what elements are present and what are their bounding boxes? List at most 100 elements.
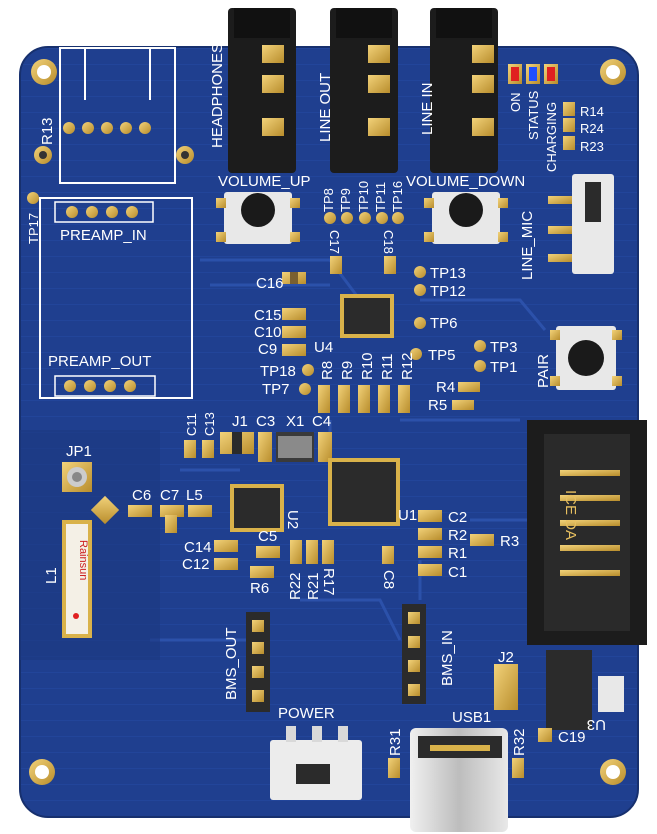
label-r12: R12 [399, 352, 416, 380]
label-bms-out: BMS_OUT [223, 627, 240, 700]
label-r17: R17 [320, 568, 337, 596]
jack-line-out-label: LINE OUT [317, 73, 334, 142]
r13-module: R13 [34, 47, 194, 184]
label-r32: R32 [511, 728, 528, 756]
caps-u4: C16 C15 C10 C9 [254, 272, 306, 358]
label-c14: C14 [184, 539, 212, 556]
label-l5: L5 [186, 487, 203, 504]
label-u2: U2 [284, 510, 301, 529]
label-tp1: TP1 [490, 359, 518, 376]
label-line-mic: LINE_MIC [519, 211, 536, 280]
bms-in-header[interactable]: BMS_IN [402, 604, 456, 704]
label-c9: C9 [258, 341, 277, 358]
power-switch[interactable]: POWER [270, 705, 362, 800]
label-r11: R11 [379, 354, 396, 380]
label-r3: R3 [500, 533, 519, 550]
label-c11: C11 [184, 413, 199, 436]
volume-down-button[interactable]: VOLUME_DOWN [406, 173, 525, 244]
label-u1: U1 [398, 507, 417, 524]
jack-headphones-label: HEADPHONES [209, 43, 226, 148]
label-usb1: USB1 [452, 709, 491, 726]
label-tp6: TP6 [430, 315, 458, 332]
label-c7: C7 [160, 487, 179, 504]
passives-u2: C14 C12 C5 R6 [182, 528, 280, 597]
label-c17: C17 [327, 230, 342, 254]
label-tp8: TP8 [321, 188, 336, 212]
label-c2: C2 [448, 509, 467, 526]
test-points-top: TP8 TP9 TP10 TP11 TP16 [321, 181, 405, 224]
label-c8: C8 [380, 570, 397, 589]
label-c10: C10 [254, 324, 282, 341]
passives-bottom: R22 R21 R17 C8 [287, 540, 397, 600]
bms-out-header[interactable]: BMS_OUT [223, 612, 270, 712]
label-r22: R22 [287, 572, 304, 600]
volume-up-button[interactable]: VOLUME_UP [216, 173, 311, 244]
label-tp12: TP12 [430, 283, 466, 300]
jack-headphones[interactable]: HEADPHONES [209, 8, 296, 173]
label-r6: R6 [250, 580, 269, 597]
clock-section: C11 C13 J1 C3 X1 C4 [184, 412, 332, 462]
chip-u1: U1 [328, 458, 417, 526]
label-pair: PAIR [535, 354, 552, 388]
label-tp11: TP11 [373, 182, 388, 212]
label-volume-down: VOLUME_DOWN [406, 173, 525, 190]
label-l1: L1 [43, 567, 60, 584]
label-power: POWER [278, 705, 335, 722]
mounting-holes [29, 59, 626, 785]
label-r10: R10 [359, 352, 376, 380]
chip-u2: U2 [230, 484, 301, 532]
label-bms-in: BMS_IN [439, 630, 456, 686]
label-tp18: TP18 [260, 363, 296, 380]
label-preamp-in: PREAMP_IN [60, 227, 147, 244]
jack-line-out[interactable]: LINE OUT [317, 8, 398, 173]
label-c3: C3 [256, 413, 275, 430]
label-jp1: JP1 [66, 443, 92, 460]
label-c12: C12 [182, 556, 210, 573]
status-leds: ON STATUS CHARGING [508, 64, 559, 172]
idc-header[interactable]: ICE DA [527, 420, 647, 645]
label-c16: C16 [256, 275, 284, 292]
label-c4: C4 [312, 413, 331, 430]
label-antenna-brand: Rainsun [77, 540, 89, 580]
label-r2: R2 [448, 527, 467, 544]
label-c5: C5 [258, 528, 277, 545]
jack-line-in[interactable]: LINE IN [419, 8, 498, 173]
label-idc: ICE DA [562, 490, 579, 540]
resistors-r8-r12: R8 R9 R10 R11 R12 [318, 352, 416, 413]
line-mic-switch[interactable]: LINE_MIC [519, 174, 614, 280]
label-r31: R31 [387, 728, 404, 756]
led-on-label: ON [508, 93, 523, 113]
label-r1: R1 [448, 545, 467, 562]
label-c18: C18 [381, 230, 396, 254]
label-tp17: TP17 [26, 213, 41, 244]
jack-line-in-label: LINE IN [419, 82, 436, 135]
label-tp16: TP16 [390, 181, 405, 212]
label-r24: R24 [580, 121, 604, 136]
usb-c-connector[interactable]: USB1 [410, 709, 508, 832]
label-r8: R8 [319, 361, 336, 380]
label-tp9: TP9 [338, 188, 353, 212]
label-r4: R4 [436, 379, 455, 396]
label-c19: C19 [558, 729, 586, 746]
chip-antenna-l1: Rainsun L1 [43, 520, 92, 638]
jp1-antenna-connector[interactable]: JP1 [62, 443, 92, 492]
label-tp3: TP3 [490, 339, 518, 356]
label-c15: C15 [254, 307, 282, 324]
j2-u3: J2 U3 C19 [494, 649, 624, 746]
label-j1: J1 [232, 413, 248, 430]
passives-u1: C2 R2 R1 C1 R3 [418, 509, 519, 581]
resistor-stack-right: R14 R24 R23 [563, 102, 604, 154]
pair-button[interactable]: PAIR [535, 326, 622, 390]
label-c6: C6 [132, 487, 151, 504]
label-u3: U3 [587, 716, 606, 733]
label-r9: R9 [339, 361, 356, 380]
chip-u4: U4 [314, 294, 394, 356]
label-preamp-out: PREAMP_OUT [48, 353, 151, 370]
label-tp13: TP13 [430, 265, 466, 282]
label-r13: R13 [39, 117, 56, 145]
label-r5: R5 [428, 397, 447, 414]
label-r14: R14 [580, 104, 604, 119]
label-tp5: TP5 [428, 347, 456, 364]
label-u4: U4 [314, 339, 333, 356]
